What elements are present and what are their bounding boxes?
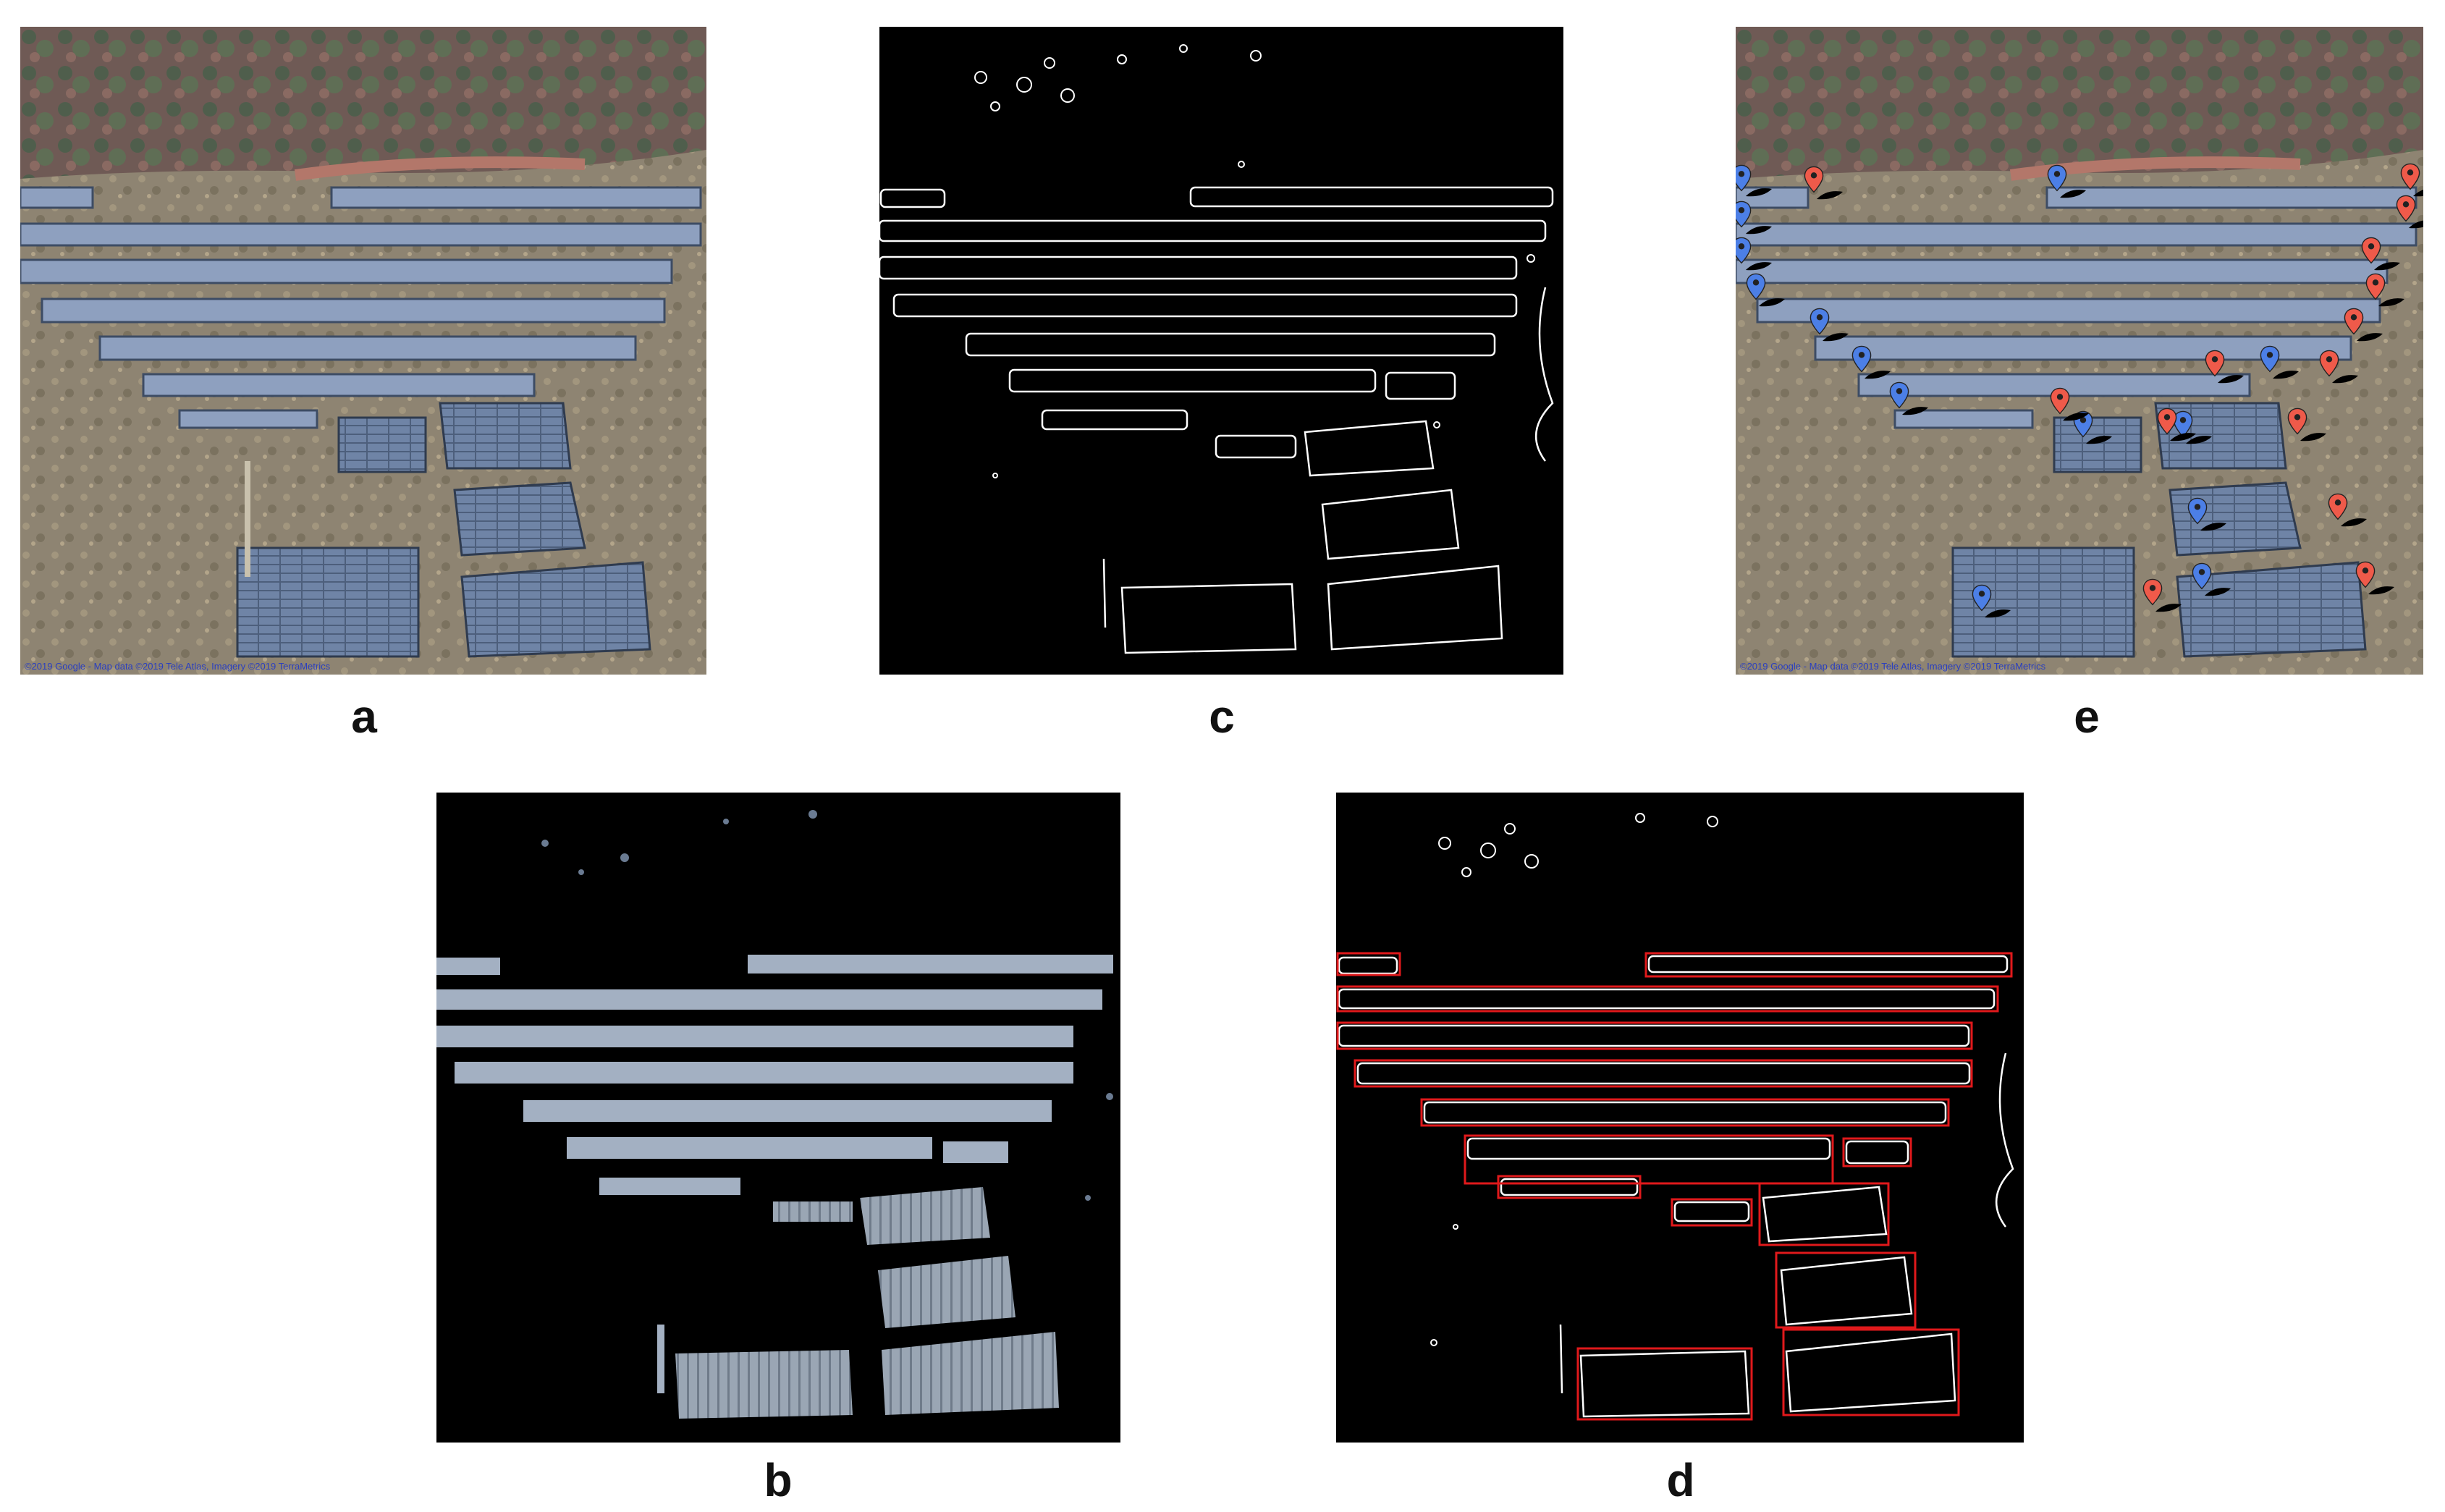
- bounding-box: [1576, 1347, 1753, 1421]
- detection-map-d: [1336, 813, 2014, 1421]
- panel-b-segmentation-mask: [436, 793, 1120, 1443]
- bounding-box: [1336, 1021, 1973, 1050]
- bounding-box: [1644, 952, 2013, 978]
- panel-c-edge-detection: [879, 27, 1563, 675]
- satellite-image-e: ©2019 Google - Map data ©2019 Tele Atlas…: [1736, 27, 2423, 675]
- edge-contour: [879, 255, 1518, 280]
- panel-a-satellite-image: ©2019 Google - Map data ©2019 Tele Atlas…: [20, 27, 706, 675]
- map-attribution: ©2019 Google - Map data ©2019 Tele Atlas…: [1740, 661, 2046, 672]
- segmentation-map-b: [436, 810, 1113, 1419]
- edge-contour: [1385, 371, 1456, 400]
- edge-contour: [892, 293, 1518, 318]
- edge-contour: [1120, 583, 1297, 654]
- panel-label-e: e: [2074, 690, 2100, 743]
- edge-contour: [1008, 368, 1377, 393]
- bounding-box: [1336, 952, 1401, 976]
- map-attribution: ©2019 Google - Map data ©2019 Tele Atlas…: [25, 661, 331, 672]
- edge-contour: [879, 219, 1547, 242]
- bounding-box: [1671, 1198, 1753, 1227]
- panel-label-d: d: [1666, 1454, 1695, 1506]
- edge-contour: [1215, 434, 1297, 459]
- edge-contour: [1327, 565, 1503, 651]
- panel-label-b: b: [764, 1454, 793, 1506]
- edge-contour: [1189, 186, 1554, 208]
- bounding-box: [1464, 1134, 1834, 1185]
- panel-label-c: c: [1209, 690, 1235, 743]
- panel-d-detection-boxes: [1336, 793, 2024, 1443]
- edge-map-c: [879, 44, 1554, 654]
- edge-contour: [1304, 420, 1435, 477]
- edge-contour: [1102, 558, 1107, 628]
- satellite-image-a: ©2019 Google - Map data ©2019 Tele Atlas…: [20, 27, 706, 675]
- bounding-box: [1775, 1251, 1917, 1329]
- edge-contour: [965, 332, 1496, 357]
- bounding-box: [1336, 985, 1999, 1013]
- panel-label-a: a: [351, 690, 377, 743]
- bounding-box: [1782, 1328, 1960, 1416]
- bounding-box: [1758, 1182, 1890, 1246]
- bounding-box: [1497, 1175, 1642, 1199]
- edge-contour: [1534, 287, 1554, 462]
- edge-contour: [1041, 409, 1188, 431]
- bounding-box: [1354, 1059, 1973, 1088]
- edge-contour: [1321, 489, 1460, 560]
- panel-e-marked-satellite-image: ©2019 Google - Map data ©2019 Tele Atlas…: [1736, 27, 2423, 675]
- bounding-box: [1842, 1137, 1912, 1167]
- edge-contour: [879, 188, 946, 208]
- bounding-boxes: [1336, 952, 2013, 1421]
- bounding-box: [1420, 1098, 1950, 1127]
